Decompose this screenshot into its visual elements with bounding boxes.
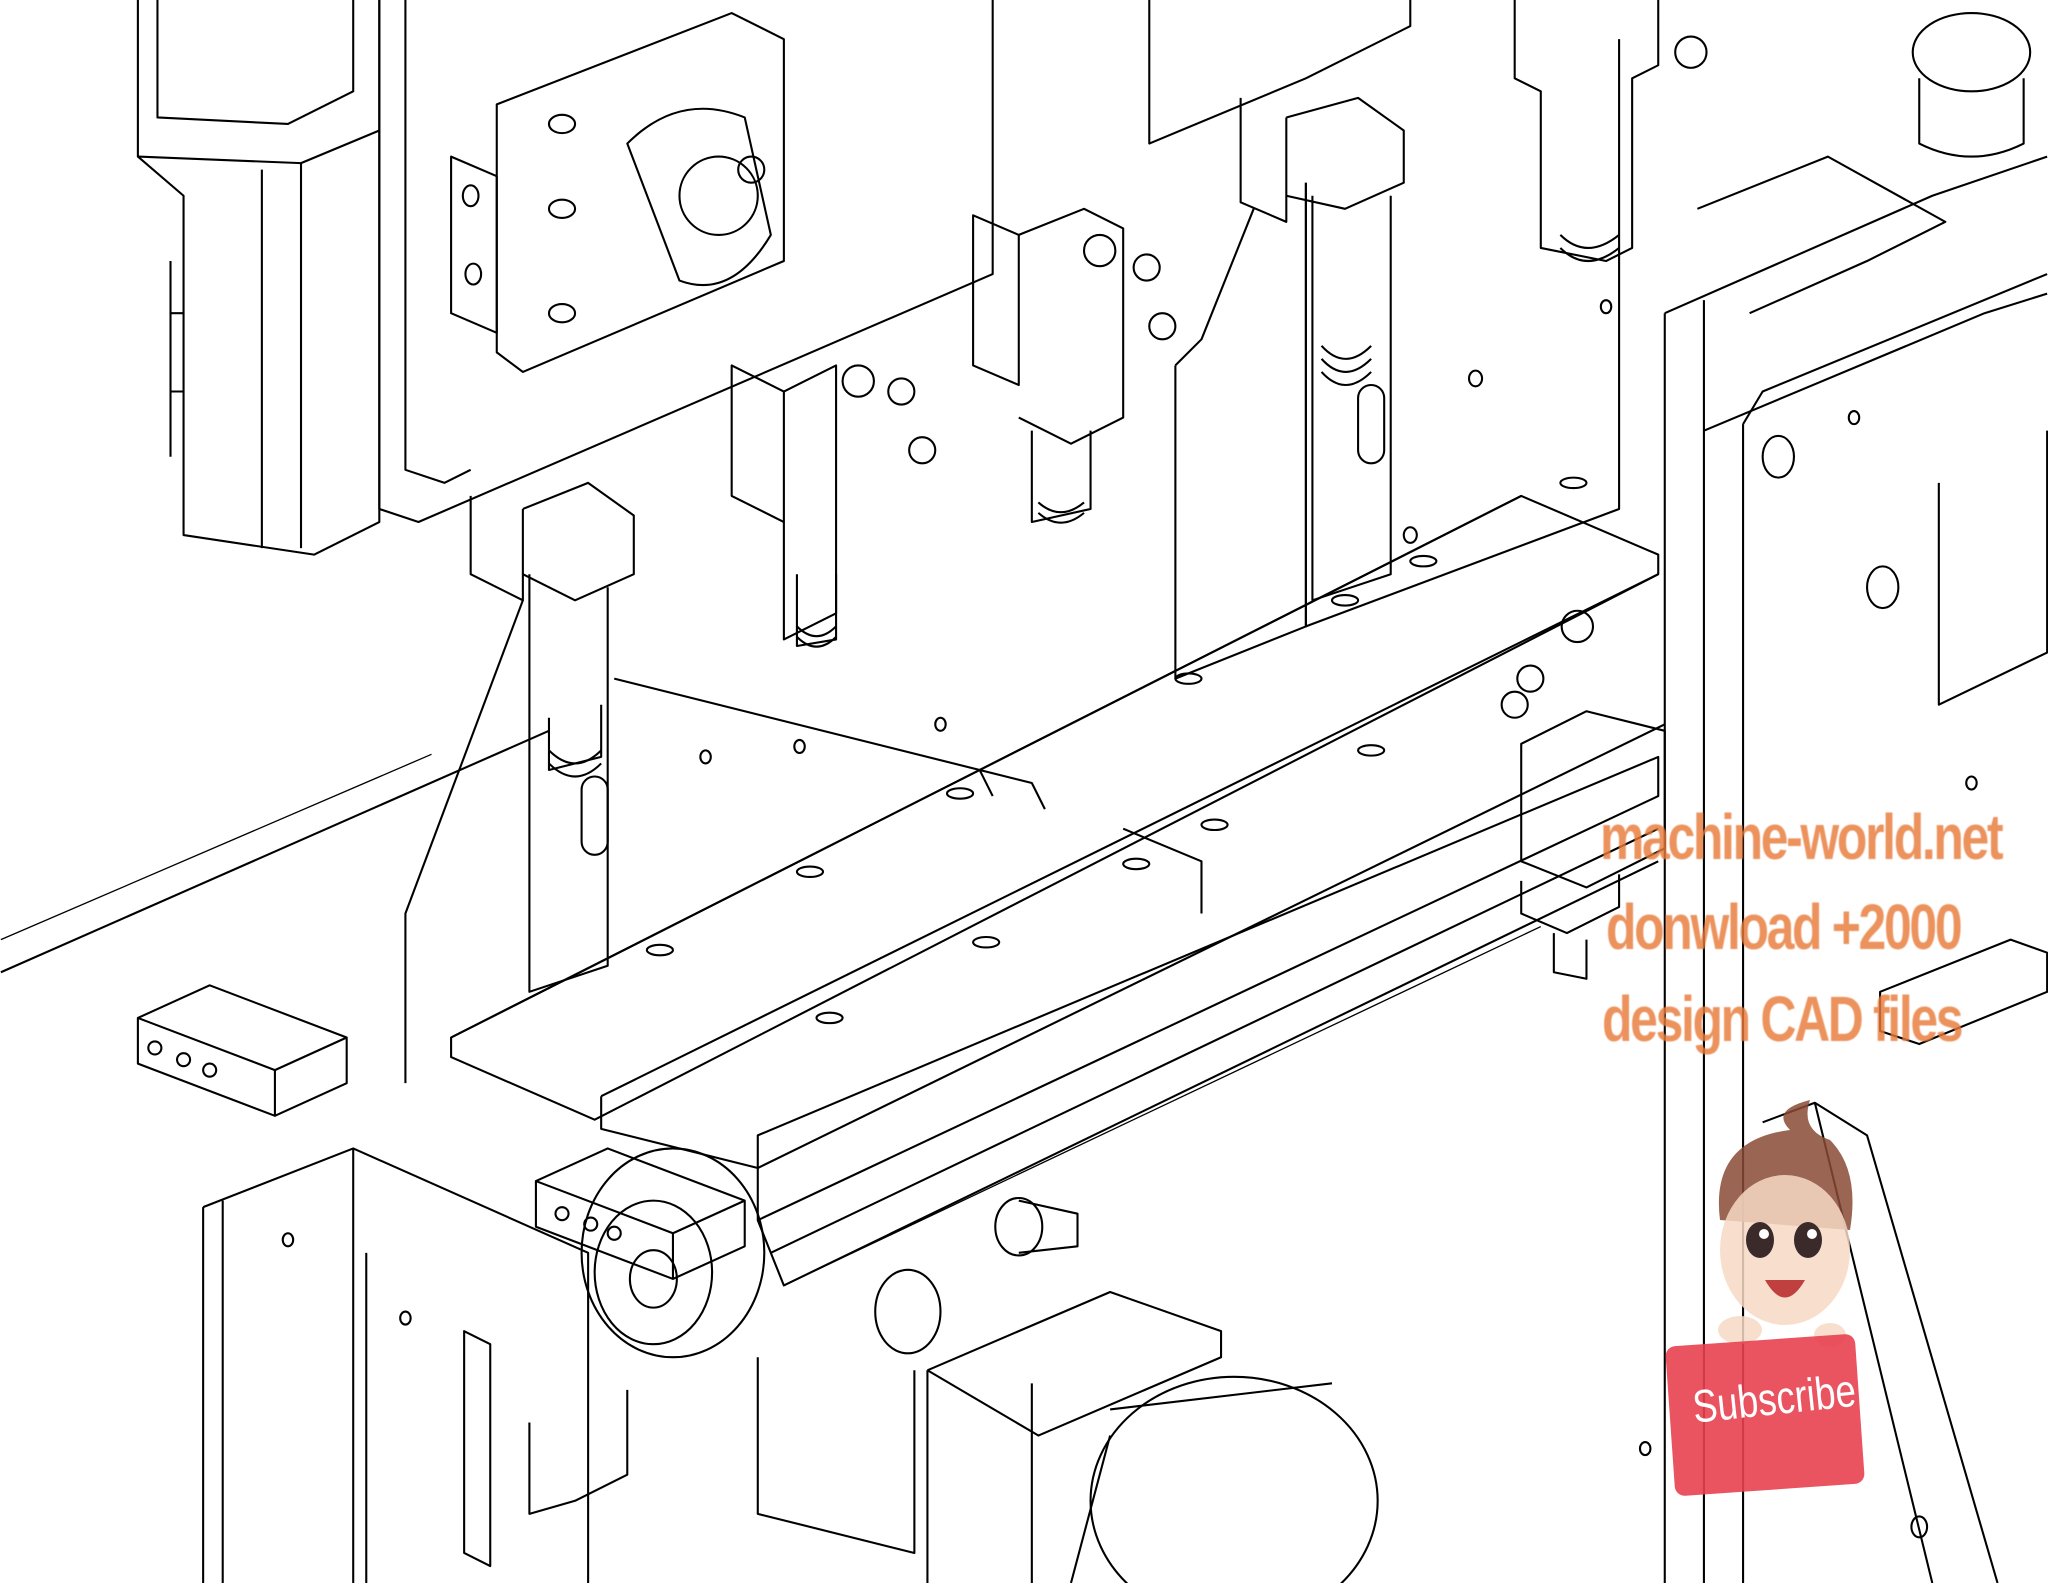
gear-motor xyxy=(756,1290,1379,1583)
right-gripper-module xyxy=(1500,609,1666,980)
watermark-site-text: machine-world.net xyxy=(1600,801,2004,873)
mounting-holes xyxy=(281,299,1978,1539)
base-frame xyxy=(202,1147,629,1583)
conveyor-pulley xyxy=(580,1147,1079,1359)
vertical-slide-left xyxy=(404,481,635,1084)
floor-edge-line xyxy=(0,729,550,974)
pneumatic-cylinder-1 xyxy=(730,364,937,648)
servo-motor-housing xyxy=(136,0,381,556)
watermark-cad-files-text: design CAD files xyxy=(1602,983,1964,1055)
belt-conveyor xyxy=(450,476,1666,1287)
cartoon-boy-mascot-icon xyxy=(1718,1100,1853,1347)
mini-slide-gripper-right xyxy=(534,1147,746,1280)
pneumatic-cylinder-3 xyxy=(1513,0,1708,263)
pneumatic-cylinder-2 xyxy=(972,207,1177,524)
upper-mounting-plate xyxy=(378,0,994,524)
vertical-slide-right xyxy=(1239,96,1405,602)
back-vertical-plate xyxy=(1148,0,1621,680)
right-side-frame xyxy=(1663,12,2048,1583)
watermark-download-text: donwload +2000 xyxy=(1606,891,1963,963)
mini-slide-gripper-left xyxy=(136,984,348,1117)
